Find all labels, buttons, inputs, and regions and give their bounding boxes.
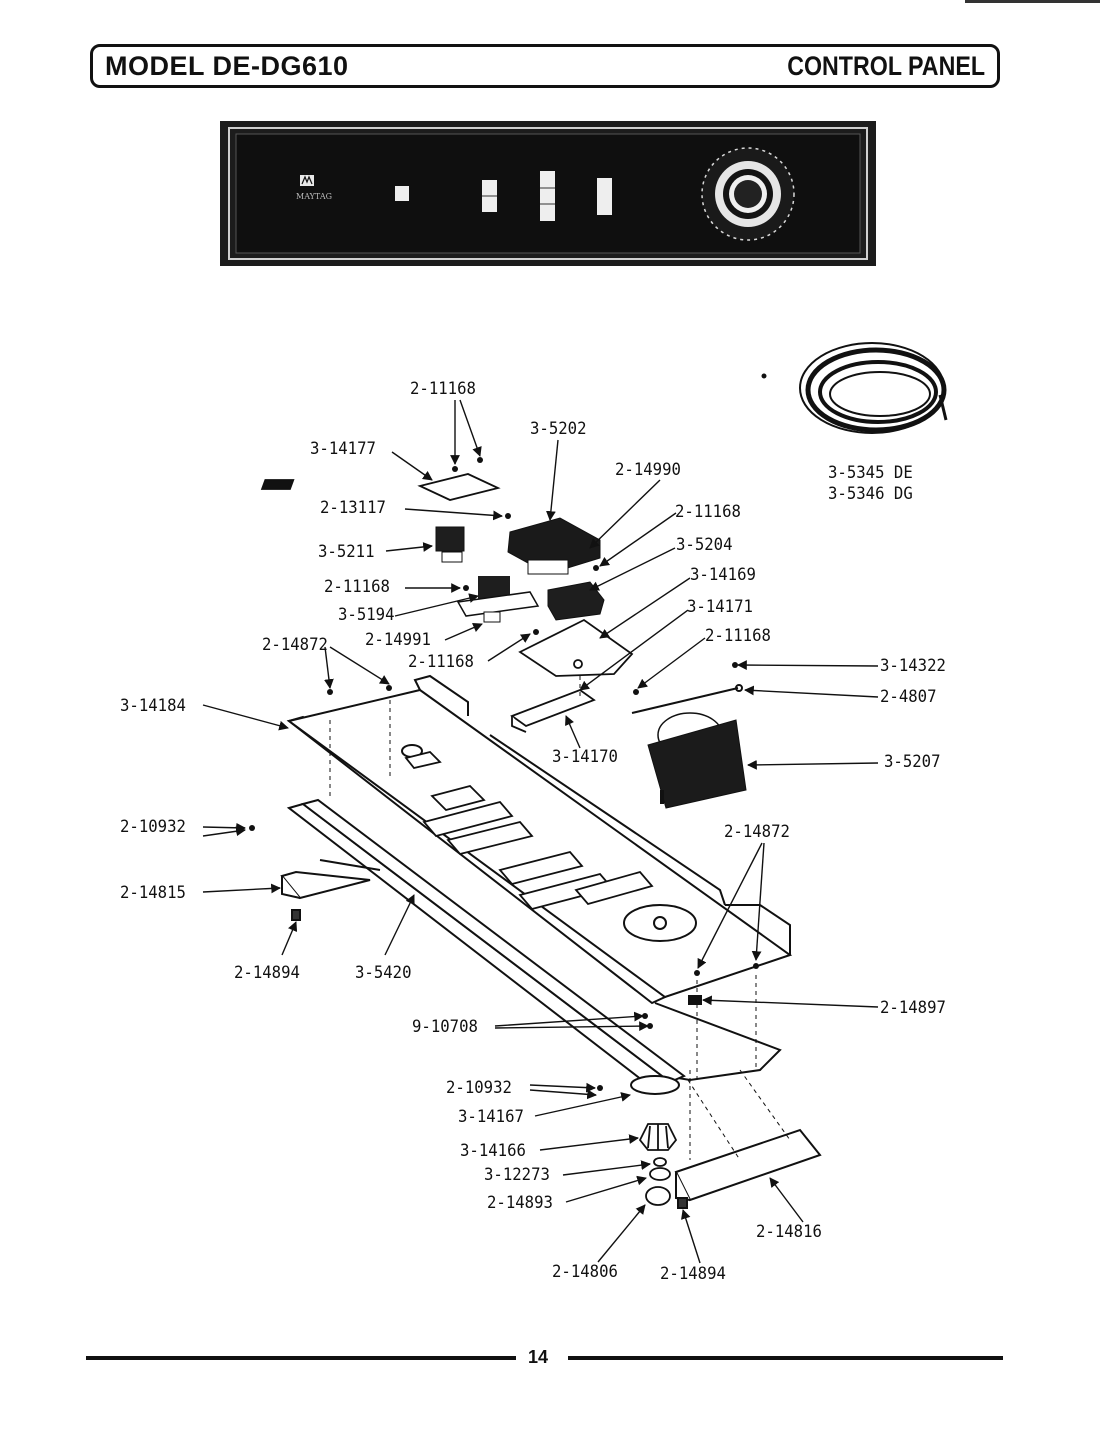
part-label-2-14872: 2-14872 bbox=[724, 822, 790, 842]
part-label-3-5346-dg: 3-5346 DG bbox=[828, 484, 913, 504]
part-label-2-14897: 2-14897 bbox=[880, 998, 946, 1018]
part-label-2-11168: 2-11168 bbox=[410, 379, 476, 399]
part-label-3-14171: 3-14171 bbox=[687, 597, 753, 617]
part-label-2-14872: 2-14872 bbox=[262, 635, 328, 655]
bracket-3-14170 bbox=[510, 688, 596, 733]
part-label-2-14815: 2-14815 bbox=[120, 883, 186, 903]
switch-3-5211 bbox=[435, 526, 465, 563]
control-panel-front: MAYTAG bbox=[220, 121, 876, 266]
top-edge-rule bbox=[965, 0, 1100, 3]
part-label-2-11168: 2-11168 bbox=[675, 502, 741, 522]
part-label-2-14816: 2-14816 bbox=[756, 1222, 822, 1242]
switch-3-5194 bbox=[456, 576, 540, 623]
timer-3-5207 bbox=[647, 712, 747, 809]
part-label-2-10932: 2-10932 bbox=[120, 817, 186, 837]
part-label-2-14894: 2-14894 bbox=[234, 963, 300, 983]
part-label-3-5194: 3-5194 bbox=[338, 605, 395, 625]
section-title: CONTROL PANEL bbox=[787, 50, 985, 81]
part-label-2-14894: 2-14894 bbox=[660, 1264, 726, 1284]
part-label-3-14170: 3-14170 bbox=[552, 747, 618, 767]
lead-wire-2-4807 bbox=[631, 684, 743, 714]
page-number: 14 bbox=[528, 1347, 549, 1367]
switch-3-5202 bbox=[507, 517, 601, 575]
model-title: MODEL DE-DG610 bbox=[105, 50, 349, 81]
brand-label: MAYTAG bbox=[296, 192, 332, 201]
part-label-3-14177: 3-14177 bbox=[310, 439, 376, 459]
part-label-3-5420: 3-5420 bbox=[355, 963, 412, 983]
leader-lines bbox=[202, 399, 879, 1264]
part-label-2-14990: 2-14990 bbox=[615, 460, 681, 480]
rocker-switch-2 bbox=[540, 171, 555, 221]
bezel-3-14177 bbox=[260, 473, 501, 501]
part-label-3-14166: 3-14166 bbox=[460, 1141, 526, 1161]
part-label-3-5204: 3-5204 bbox=[676, 535, 733, 555]
part-label-2-14991: 2-14991 bbox=[365, 630, 431, 650]
page-header: MODEL DE-DG610 CONTROL PANEL bbox=[90, 44, 1000, 88]
part-label-3-14184: 3-14184 bbox=[120, 696, 186, 716]
timer-dial bbox=[701, 147, 795, 241]
left-end-bracket bbox=[280, 859, 381, 921]
wire-harness-icon bbox=[761, 342, 948, 434]
part-label-3-5345-de: 3-5345 DE bbox=[828, 463, 913, 483]
knob-3-14166 bbox=[638, 1123, 678, 1151]
bracket-3-14169 bbox=[518, 618, 634, 677]
part-label-2-11168: 2-11168 bbox=[324, 577, 390, 597]
switch-cutouts bbox=[404, 751, 654, 911]
part-label-2-10932: 2-10932 bbox=[446, 1078, 512, 1098]
footer-rule-left bbox=[86, 1356, 516, 1360]
part-label-3-5211: 3-5211 bbox=[318, 542, 375, 562]
part-label-2-13117: 2-13117 bbox=[320, 498, 386, 518]
alignment-lines bbox=[329, 676, 791, 1161]
part-label-3-12273: 3-12273 bbox=[484, 1165, 550, 1185]
part-label-3-14167: 3-14167 bbox=[458, 1107, 524, 1127]
part-label-9-10708: 9-10708 bbox=[412, 1017, 478, 1037]
part-label-2-11168: 2-11168 bbox=[705, 626, 771, 646]
washers-and-caps bbox=[645, 1157, 671, 1206]
footer-rule-right bbox=[568, 1356, 1003, 1360]
rocker-switch-3 bbox=[597, 178, 612, 215]
part-label-3-14169: 3-14169 bbox=[690, 565, 756, 585]
push-button-1 bbox=[395, 186, 409, 201]
lower-rail bbox=[286, 798, 686, 1095]
part-label-3-5207: 3-5207 bbox=[884, 752, 941, 772]
part-label-3-14322: 3-14322 bbox=[880, 656, 946, 676]
part-label-2-4807: 2-4807 bbox=[880, 687, 937, 707]
maytag-logo-icon: MAYTAG bbox=[296, 175, 332, 201]
part-label-2-11168: 2-11168 bbox=[408, 652, 474, 672]
part-label-2-14893: 2-14893 bbox=[487, 1193, 553, 1213]
part-label-2-14806: 2-14806 bbox=[552, 1262, 618, 1282]
right-end-bracket bbox=[674, 1128, 822, 1209]
part-label-3-5202: 3-5202 bbox=[530, 419, 587, 439]
